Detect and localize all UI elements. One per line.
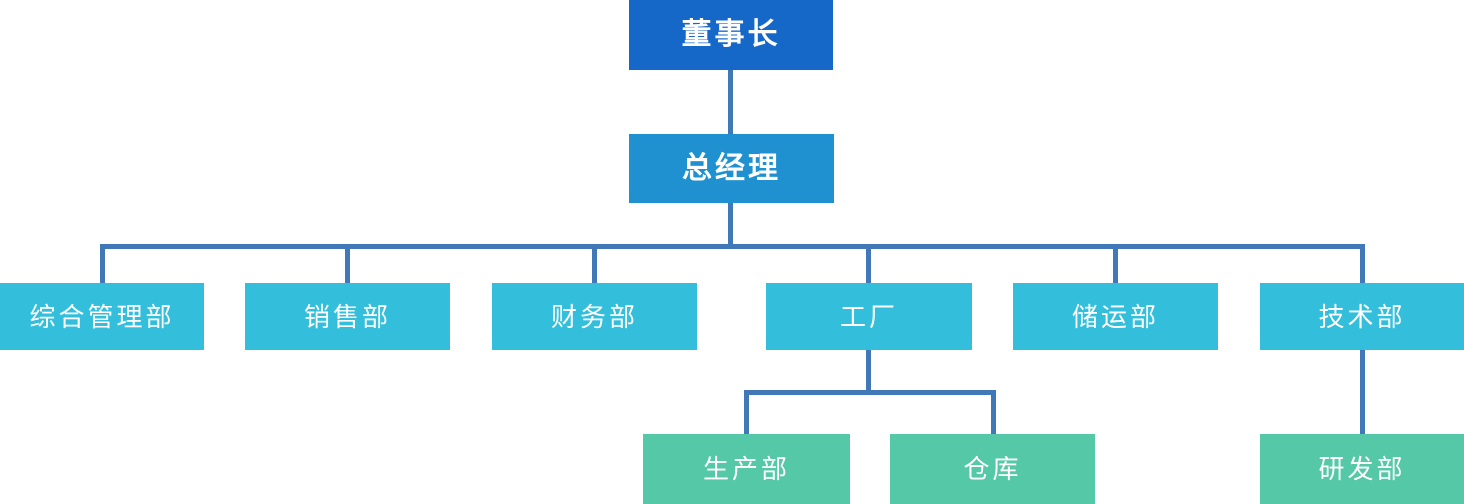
connector-technology-to-rd bbox=[1360, 350, 1365, 434]
connector-level2-bus bbox=[102, 244, 1364, 249]
connector-drop-storage bbox=[1113, 244, 1118, 283]
org-node-label: 生产部 bbox=[702, 454, 790, 484]
org-node-finance-dept[interactable]: 财务部 bbox=[492, 283, 697, 350]
connector-drop-technology bbox=[1360, 244, 1365, 283]
org-node-label: 技术部 bbox=[1318, 301, 1406, 332]
org-node-general-manager[interactable]: 总经理 bbox=[629, 134, 834, 203]
org-node-label: 工厂 bbox=[839, 301, 898, 332]
connector-gm-down-stub bbox=[728, 203, 733, 248]
connector-factory-down-stub bbox=[866, 350, 871, 392]
org-node-label: 仓库 bbox=[963, 454, 1022, 484]
connector-drop-warehouse bbox=[991, 390, 996, 434]
org-node-factory[interactable]: 工厂 bbox=[766, 283, 972, 350]
org-node-label: 研发部 bbox=[1318, 454, 1406, 484]
org-node-label: 销售部 bbox=[303, 301, 391, 332]
org-node-label: 董事长 bbox=[681, 18, 781, 51]
org-node-chairman[interactable]: 董事长 bbox=[629, 0, 833, 70]
connector-drop-production bbox=[744, 390, 749, 434]
connector-factory-children-bus bbox=[745, 390, 996, 395]
connector-drop-general-admin bbox=[100, 244, 105, 283]
org-node-label: 财务部 bbox=[550, 301, 638, 332]
org-node-technology-dept[interactable]: 技术部 bbox=[1260, 283, 1464, 350]
org-node-warehouse[interactable]: 仓库 bbox=[890, 434, 1095, 504]
org-node-sales-dept[interactable]: 销售部 bbox=[245, 283, 450, 350]
org-node-label: 储运部 bbox=[1071, 301, 1159, 332]
org-node-rd-dept[interactable]: 研发部 bbox=[1260, 434, 1464, 504]
org-node-production-dept[interactable]: 生产部 bbox=[643, 434, 850, 504]
org-node-label: 总经理 bbox=[682, 151, 781, 185]
connector-drop-factory bbox=[866, 244, 871, 283]
connector-drop-finance bbox=[592, 244, 597, 283]
connector-chairman-to-gm bbox=[728, 70, 733, 134]
org-node-storage-transport-dept[interactable]: 储运部 bbox=[1013, 283, 1218, 350]
connector-drop-sales bbox=[345, 244, 350, 283]
org-node-label: 综合管理部 bbox=[29, 301, 175, 332]
org-node-general-admin-dept[interactable]: 综合管理部 bbox=[0, 283, 204, 350]
